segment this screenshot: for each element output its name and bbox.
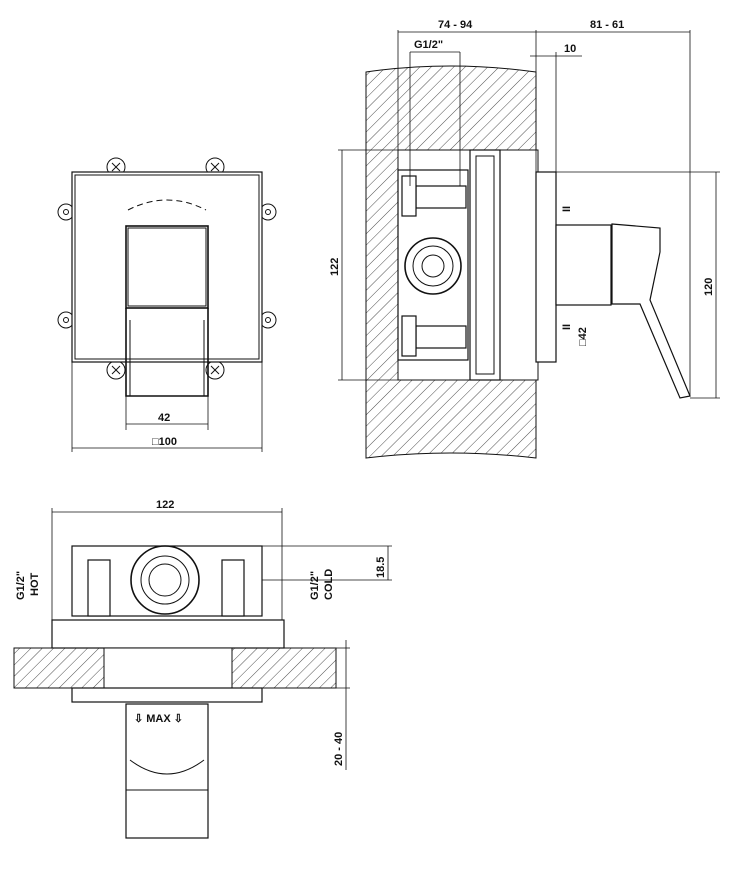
- label-hot-word: HOT: [29, 573, 41, 597]
- label-cold-thread: G1/2": [309, 571, 321, 600]
- dim-bottom-width: 122: [156, 499, 174, 511]
- dim-offset: 10: [564, 43, 576, 55]
- dim-bottom-height: 18.5: [375, 557, 387, 578]
- dim-height: 122: [329, 258, 341, 276]
- dim-depth-total: 74 - 94: [438, 19, 473, 31]
- bottom-view: 122 ⇩ MAX ⇩ G1/2" HOT G1/2" COLD 18.5 20…: [13, 499, 392, 839]
- side-view: II II 74 - 94 81 - 61 G1/2" 10 122 120 □…: [329, 19, 720, 459]
- symbol-lower: II: [561, 324, 573, 330]
- dim-plate-height: 120: [703, 278, 715, 296]
- dim-lever-width: 42: [158, 412, 170, 424]
- cover-plate: [71, 171, 263, 363]
- symbol-upper: II: [561, 206, 573, 212]
- dim-lever-square: □42: [577, 327, 589, 346]
- dim-thread: G1/2": [414, 39, 443, 51]
- lever-side: [611, 223, 691, 399]
- lever-handle: [125, 225, 209, 309]
- label-hot-thread: G1/2": [15, 571, 27, 600]
- dim-bottom-depth: 20 - 40: [333, 732, 345, 766]
- front-view: 42 □100: [57, 157, 277, 452]
- label-cold-word: COLD: [323, 569, 335, 600]
- lever-bottom: [125, 703, 209, 839]
- dim-plate-width: □100: [152, 436, 177, 448]
- dim-projection: 81 - 61: [590, 19, 624, 31]
- label-max: ⇩ MAX ⇩: [134, 713, 183, 725]
